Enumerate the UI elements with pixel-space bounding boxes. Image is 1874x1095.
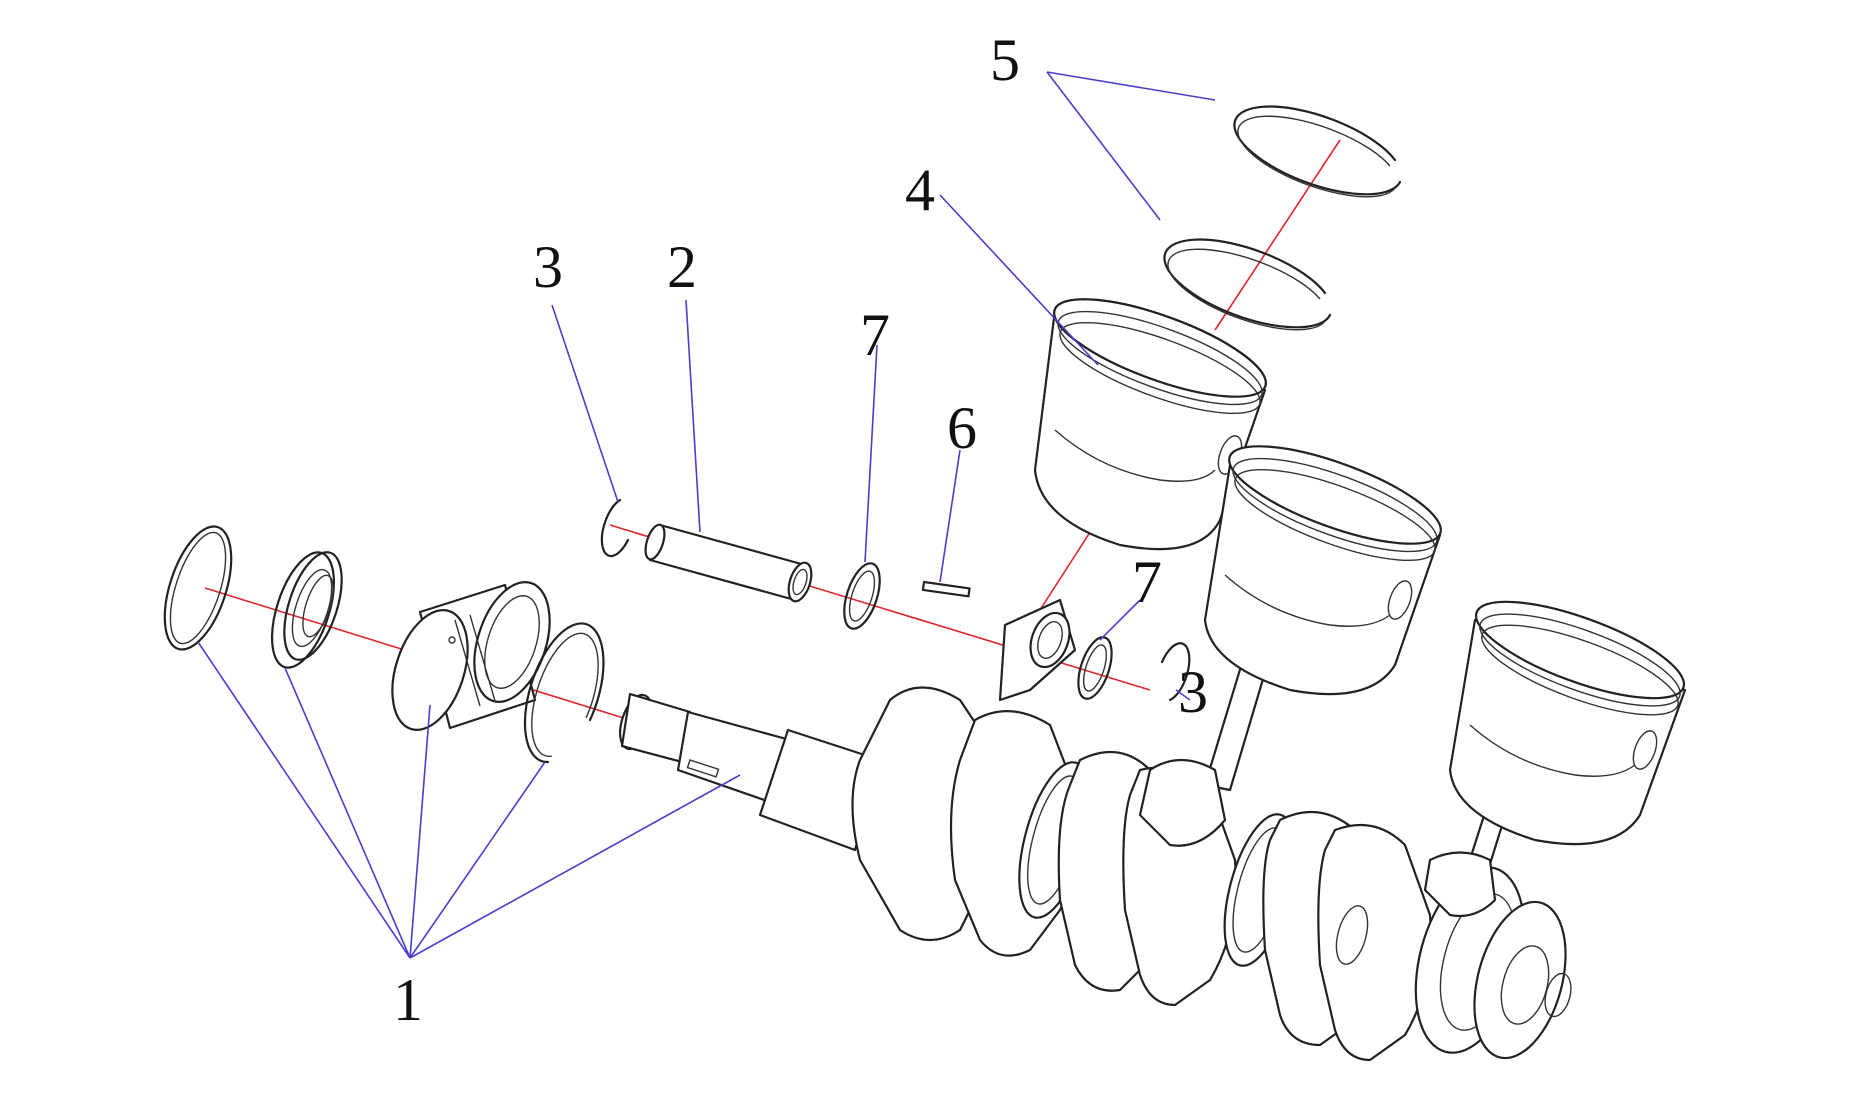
crankshaft-front-shaft	[619, 692, 882, 852]
callout-3-left: 3	[533, 234, 563, 300]
oil-seal-part	[270, 551, 343, 669]
seal-ring-part	[163, 525, 233, 651]
piston-pin-part	[644, 523, 813, 603]
washer-right	[1077, 636, 1113, 700]
washer-left	[843, 562, 881, 630]
snap-ring-part	[523, 622, 605, 764]
circlip-right	[1160, 642, 1191, 702]
callout-1: 1	[393, 967, 423, 1033]
piston-rings	[1163, 105, 1402, 331]
circlip-left	[600, 498, 630, 558]
callout-7-left: 7	[860, 302, 890, 368]
piston-bottom	[1448, 600, 1687, 846]
crankshaft-body	[851, 686, 1572, 1062]
callout-2: 2	[667, 234, 697, 300]
main-bearing-part	[391, 581, 551, 731]
needle-part	[921, 580, 971, 598]
callout-3-right: 3	[1178, 659, 1208, 725]
leader-lines	[197, 71, 1216, 959]
callout-6: 6	[947, 395, 977, 461]
piston-middle	[1203, 445, 1442, 696]
callout-4: 4	[905, 157, 935, 223]
callout-5: 5	[990, 27, 1020, 93]
callout-7-right: 7	[1132, 549, 1162, 615]
piston-top	[1033, 298, 1267, 551]
